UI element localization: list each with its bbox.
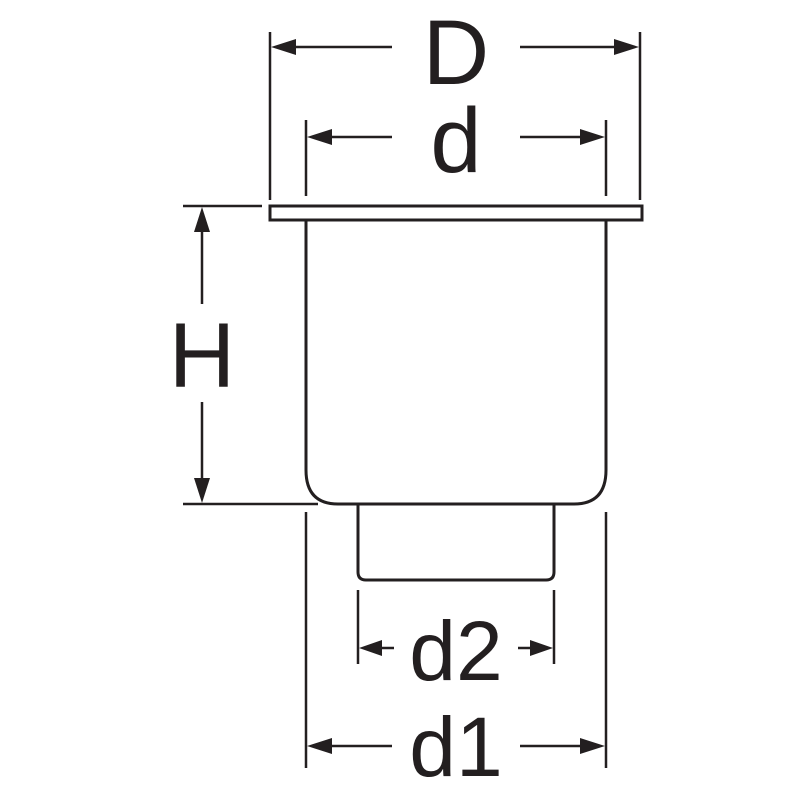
d2-arrow-right bbox=[530, 640, 553, 656]
dimension-d: d bbox=[304, 90, 608, 196]
flange bbox=[268, 204, 644, 222]
d-arrow-left bbox=[307, 129, 332, 145]
cup-body bbox=[304, 220, 608, 506]
H-arrow-bottom bbox=[194, 478, 210, 503]
d1-label: d1 bbox=[409, 700, 502, 794]
dimension-D: D bbox=[268, 2, 642, 200]
d1-arrow-left bbox=[307, 738, 332, 754]
D-label: D bbox=[423, 2, 489, 104]
D-arrow-left bbox=[271, 39, 296, 55]
d2-label: d2 bbox=[409, 604, 502, 698]
d-arrow-right bbox=[580, 129, 605, 145]
dimension-d2: d2 bbox=[356, 590, 556, 698]
H-arrow-top bbox=[194, 207, 210, 232]
dimension-d1: d1 bbox=[304, 512, 608, 794]
H-label: H bbox=[169, 305, 235, 407]
d-label: d bbox=[430, 90, 481, 192]
d1-arrow-right bbox=[580, 738, 605, 754]
cup-outline bbox=[268, 204, 644, 582]
outlet-spigot bbox=[356, 504, 556, 582]
d2-arrow-left bbox=[359, 640, 382, 656]
dimension-H: H bbox=[169, 204, 318, 506]
D-arrow-right bbox=[614, 39, 639, 55]
